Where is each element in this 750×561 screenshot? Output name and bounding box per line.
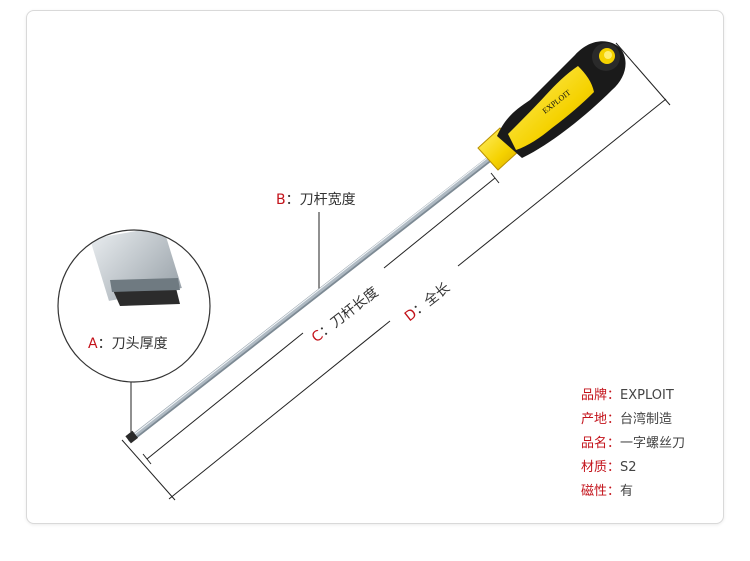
screwdriver-shaft (125, 151, 499, 444)
label-tip-thickness-key: A (88, 336, 98, 352)
label-tip-thickness-text: 刀头厚度 (111, 336, 168, 352)
overall-length-line-2 (457, 98, 667, 267)
spec-material: 材质：S2 (581, 460, 637, 475)
spec-origin: 产地：台湾制造 (581, 412, 673, 427)
label-shaft-width-text: 刀杆宽度 (299, 192, 356, 208)
shaft-length-line-1 (146, 332, 304, 460)
spec-magnetic: 磁性：有 (581, 484, 634, 499)
shaft-length-line-2 (383, 177, 496, 269)
screwdriver-handle: EXPLOIT (477, 41, 626, 171)
spec-product-name: 品名：一字螺丝刀 (581, 436, 686, 451)
tip-zoom-circle (57, 229, 211, 383)
label-tip-thickness: A：刀头厚度 (88, 336, 168, 352)
spec-brand: 品牌：EXPLOIT (581, 388, 674, 403)
overall-length-line-1 (168, 320, 391, 500)
label-shaft-width-key: B (276, 192, 286, 208)
dimension-lines (121, 42, 671, 501)
label-shaft-width: B：刀杆宽度 (276, 192, 356, 208)
